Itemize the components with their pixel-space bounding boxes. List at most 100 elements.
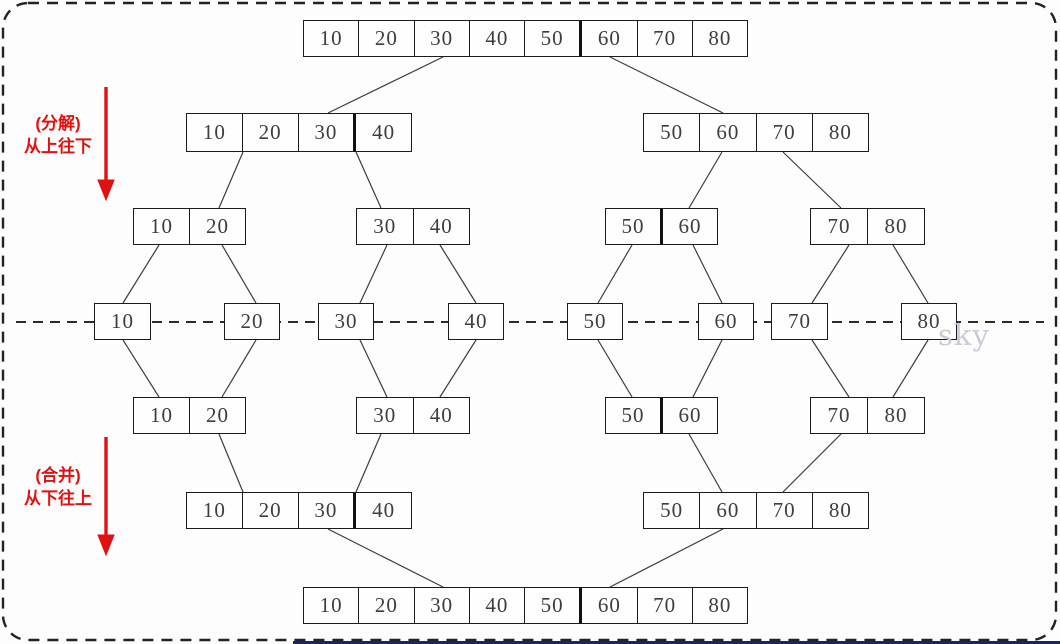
array-cell: 30 xyxy=(373,214,397,238)
tree-connector-line xyxy=(221,244,257,304)
array-cell: 80 xyxy=(811,114,868,151)
array-cell: 80 xyxy=(691,21,747,56)
array-node-lower-pair-50-60: 50 60 xyxy=(605,397,718,434)
decompose-arrow-icon xyxy=(97,87,115,202)
array-cell: 10 xyxy=(111,309,134,333)
array-cell: 20 xyxy=(189,398,245,433)
array-cell: 60 xyxy=(660,209,717,244)
array-cell: 30 xyxy=(297,493,354,528)
tree-connector-line xyxy=(439,244,477,304)
array-cell: 30 xyxy=(334,309,358,333)
tree-connector-line xyxy=(811,339,850,398)
array-cell: 70 xyxy=(755,493,812,528)
tree-connector-line xyxy=(609,528,724,588)
array-node-single-70: 70 xyxy=(771,303,828,340)
array-cell: 30 xyxy=(373,403,397,427)
array-cell: 50 xyxy=(660,498,684,522)
array-node-single-30: 30 xyxy=(318,303,374,340)
array-cell: 50 xyxy=(621,403,645,427)
array-cell: 10 xyxy=(202,120,226,144)
decompose-label-subtitle: 从上往下 xyxy=(24,137,92,156)
tree-connector-line xyxy=(597,339,633,398)
tree-connector-line xyxy=(327,528,444,588)
array-cell: 20 xyxy=(358,588,413,623)
array-cell: 70 xyxy=(755,114,812,151)
array-cell: 60 xyxy=(699,493,755,528)
decompose-label-title: (分解) xyxy=(35,114,81,133)
tree-connector-line xyxy=(359,339,388,398)
tree-connector-line xyxy=(122,244,160,304)
tree-connector-line xyxy=(692,244,723,304)
array-node-upper-pair-10-20: 10 20 xyxy=(133,208,246,245)
merge-label-title: (合并) xyxy=(35,466,81,485)
array-cell: 80 xyxy=(917,309,941,333)
tree-connector-line xyxy=(359,244,388,304)
array-node-single-80: 80 xyxy=(901,303,957,340)
array-cell: 60 xyxy=(714,309,738,333)
tree-connector-line xyxy=(688,151,723,209)
array-node-single-40: 40 xyxy=(448,303,504,340)
tree-connector-line xyxy=(782,433,842,493)
array-cell: 40 xyxy=(468,21,524,56)
array-node-single-20: 20 xyxy=(224,303,280,340)
array-cell: 50 xyxy=(621,214,645,238)
array-cell: 70 xyxy=(827,214,851,238)
bottom-progress-line xyxy=(293,641,1060,644)
array-node-upper-pair-30-40: 30 40 xyxy=(356,208,470,245)
array-cell: 20 xyxy=(240,309,264,333)
array-cell: 50 xyxy=(660,120,684,144)
tree-connector-line xyxy=(122,339,160,398)
array-cell: 10 xyxy=(150,214,173,238)
array-cell: 30 xyxy=(413,588,469,623)
array-cell: 70 xyxy=(636,588,692,623)
array-cell: 20 xyxy=(241,114,298,151)
array-cell: 10 xyxy=(319,26,343,50)
array-cell: 50 xyxy=(524,21,579,56)
array-cell: 60 xyxy=(660,398,717,433)
array-node-single-10: 10 xyxy=(94,303,151,340)
tree-connector-line xyxy=(688,433,723,493)
array-cell: 10 xyxy=(202,498,226,522)
array-cell: 20 xyxy=(189,209,245,244)
tree-connector-line xyxy=(327,56,444,114)
merge-label-subtitle: 从下往上 xyxy=(24,489,92,508)
array-cell: 60 xyxy=(579,588,636,623)
array-cell: 20 xyxy=(358,21,413,56)
tree-connector-line xyxy=(597,244,633,304)
array-node-single-60: 60 xyxy=(698,303,754,340)
merge-arrow-icon xyxy=(97,437,115,557)
array-cell: 50 xyxy=(524,588,579,623)
array-cell: 10 xyxy=(319,593,343,617)
tree-connector-line xyxy=(892,244,929,304)
tree-connector-line xyxy=(692,339,723,398)
array-cell: 70 xyxy=(827,403,851,427)
array-cell: 40 xyxy=(353,114,411,151)
array-node-single-50: 50 xyxy=(567,303,623,340)
array-node-upper-pair-50-60: 50 60 xyxy=(605,208,718,245)
decompose-label: (分解) 从上往下 xyxy=(16,112,100,158)
tree-connector-line xyxy=(218,433,244,493)
array-cell: 80 xyxy=(811,493,868,528)
array-cell: 80 xyxy=(691,588,747,623)
array-cell: 40 xyxy=(412,209,470,244)
array-cell: 20 xyxy=(241,493,298,528)
array-cell: 60 xyxy=(699,114,755,151)
tree-connector-line xyxy=(811,244,850,304)
tree-connector-line xyxy=(892,339,929,398)
array-cell: 40 xyxy=(468,588,524,623)
watermark-text: sky xyxy=(938,318,990,352)
array-node-lower-pair-70-80: 70 80 xyxy=(810,397,925,434)
array-cell: 70 xyxy=(636,21,692,56)
array-cell: 80 xyxy=(867,398,924,433)
tree-connector-line xyxy=(439,339,477,398)
